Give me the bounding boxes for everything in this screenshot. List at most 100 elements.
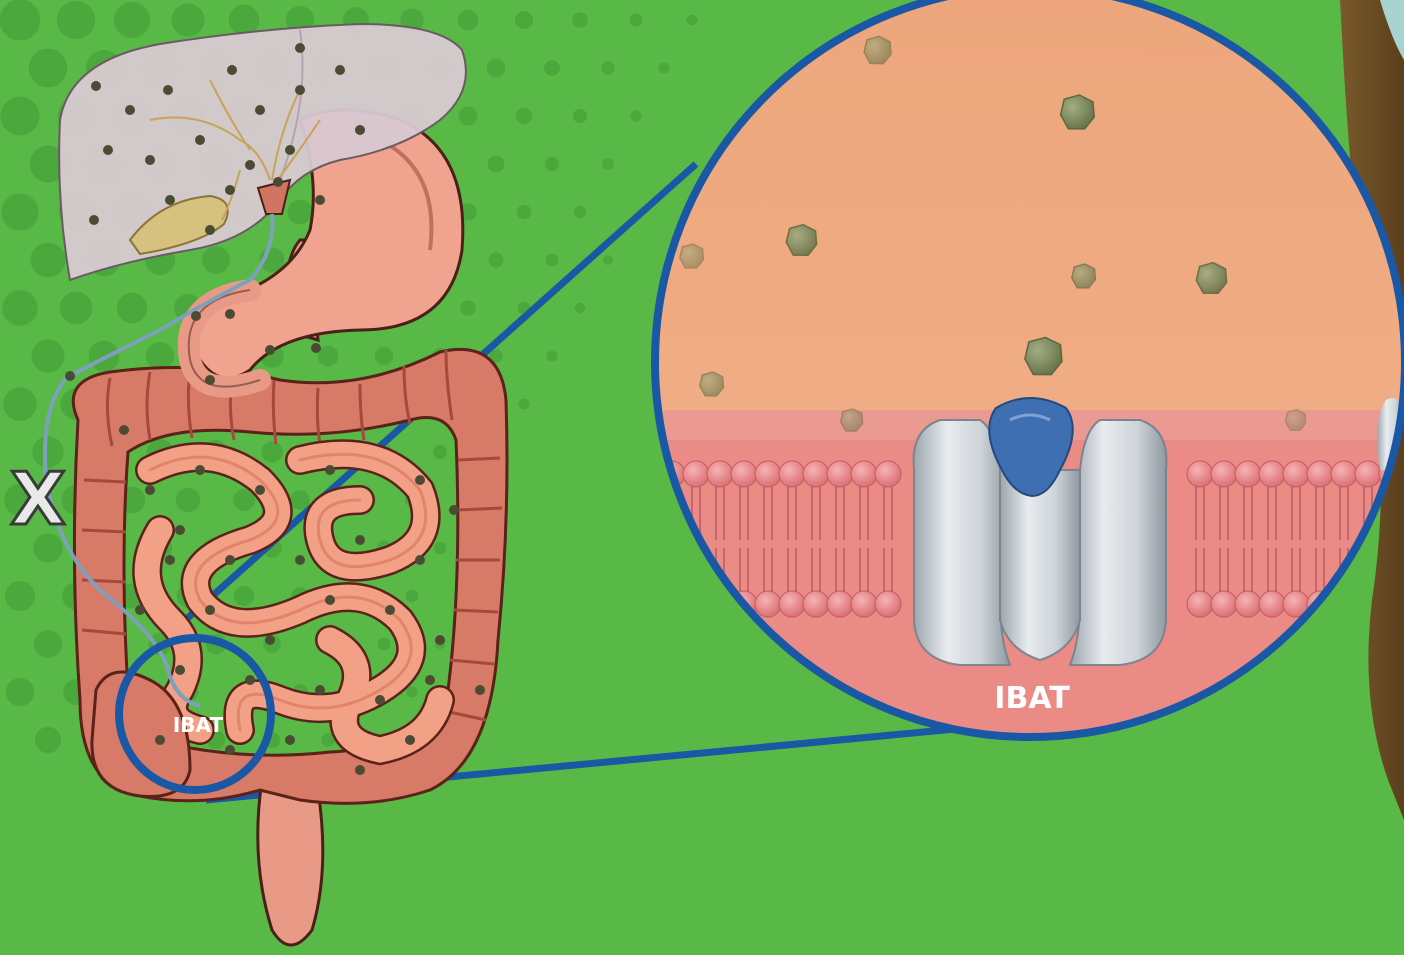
- halftone-dot: [0, 0, 40, 40]
- halftone-dot: [489, 253, 504, 268]
- bile-acid-particle-icon: [325, 595, 335, 605]
- halftone-dot: [519, 399, 530, 410]
- halftone-dot: [176, 488, 200, 512]
- bile-acid-particle-icon: [405, 735, 415, 745]
- halftone-dot: [60, 292, 93, 325]
- bile-acid-particle-icon: [425, 675, 435, 685]
- halftone-dot: [460, 300, 475, 315]
- ibat-label-large: IBAT: [994, 681, 1070, 716]
- halftone-dot: [545, 157, 559, 171]
- bile-acid-particle-icon: [165, 195, 175, 205]
- halftone-dot: [146, 342, 174, 370]
- bile-acid-particle-icon: [205, 225, 215, 235]
- halftone-dot: [602, 158, 614, 170]
- bile-acid-particle-icon: [385, 605, 395, 615]
- halftone-dot: [433, 445, 447, 459]
- halftone-dot: [603, 255, 613, 265]
- bile-acid-particle-icon: [355, 765, 365, 775]
- bile-acid-particle-icon: [325, 465, 335, 475]
- bile-acid-particle-icon: [135, 605, 145, 615]
- halftone-dot: [573, 109, 587, 123]
- halftone-dot: [288, 200, 313, 225]
- bile-acid-particle-icon: [191, 311, 201, 321]
- bile-acid-particle-icon: [355, 125, 365, 135]
- halftone-dot: [458, 10, 479, 31]
- bile-acid-particle-icon: [295, 43, 305, 53]
- bile-acid-particle-icon: [89, 215, 99, 225]
- bile-acid-particle-icon: [175, 525, 185, 535]
- bile-acid-particle-icon: [841, 409, 863, 431]
- bile-acid-particle-icon: [449, 505, 459, 515]
- halftone-dot: [234, 586, 254, 606]
- halftone-dot: [517, 205, 532, 220]
- halftone-dot: [487, 59, 506, 78]
- halftone-dot: [572, 12, 588, 28]
- halftone-dot: [515, 11, 533, 29]
- halftone-dot: [57, 1, 95, 39]
- bile-acid-particle-icon: [1196, 263, 1226, 294]
- halftone-dot: [601, 61, 615, 75]
- bile-acid-particle-icon: [245, 675, 255, 685]
- bile-acid-particle-icon: [195, 135, 205, 145]
- bile-acid-particle-icon: [315, 685, 325, 695]
- bile-acid-particle-icon: [119, 425, 129, 435]
- bile-acid-particle-icon: [415, 555, 425, 565]
- bile-acid-particle-icon: [415, 475, 425, 485]
- bile-acid-particle-icon: [145, 155, 155, 165]
- bile-acid-particle-icon: [165, 555, 175, 565]
- halftone-dot: [31, 243, 66, 278]
- bile-acid-particle-icon: [103, 145, 113, 155]
- bile-acid-particle-icon: [225, 185, 235, 195]
- bile-acid-particle-icon: [125, 105, 135, 115]
- halftone-dot: [6, 678, 34, 706]
- halftone-dot: [1, 97, 40, 136]
- halftone-dot: [89, 341, 120, 372]
- bile-acid-particle-icon: [295, 85, 305, 95]
- bile-acid-particle-icon: [375, 695, 385, 705]
- halftone-dot: [516, 108, 532, 124]
- blocked-x-icon: X: [10, 457, 66, 541]
- bile-acid-particle-icon: [864, 36, 891, 63]
- bile-acid-particle-icon: [1025, 337, 1062, 374]
- bile-acid-particle-icon: [255, 105, 265, 115]
- bile-acid-particle-icon: [91, 81, 101, 91]
- halftone-dot: [117, 293, 147, 323]
- bile-acid-particle-icon: [225, 555, 235, 565]
- bile-acid-particle-icon: [285, 735, 295, 745]
- bile-acid-particle-icon: [355, 535, 365, 545]
- halftone-dot: [202, 246, 230, 274]
- halftone-dot: [31, 339, 64, 372]
- bile-acid-particle-icon: [295, 555, 305, 565]
- halftone-dot: [630, 110, 641, 121]
- bile-acid-particle-icon: [205, 375, 215, 385]
- halftone-dot: [574, 206, 586, 218]
- bile-acid-particle-icon: [245, 160, 255, 170]
- halftone-dot: [434, 542, 446, 554]
- halftone-dot: [261, 441, 282, 462]
- ibat-label-small: IBAT: [173, 713, 224, 737]
- bile-acid-particle-icon: [1286, 410, 1306, 430]
- halftone-dot: [407, 687, 418, 698]
- bile-acid-particle-icon: [1072, 264, 1096, 288]
- bile-acid-particle-icon: [225, 309, 235, 319]
- halftone-dot: [546, 254, 558, 266]
- bile-acid-particle-icon: [163, 85, 173, 95]
- halftone-dot: [3, 387, 37, 421]
- bile-acid-particle-icon: [335, 65, 345, 75]
- halftone-dot: [687, 15, 698, 26]
- bile-acid-particle-icon: [227, 65, 237, 75]
- bile-acid-particle-icon: [195, 465, 205, 475]
- halftone-dot: [35, 727, 61, 753]
- halftone-dot: [5, 581, 35, 611]
- halftone-dot: [114, 2, 150, 38]
- ibat-transporter: [914, 398, 1167, 665]
- halftone-dot: [290, 490, 309, 509]
- bile-acid-particle-icon: [155, 735, 165, 745]
- bile-acid-particle-icon: [475, 685, 485, 695]
- halftone-dot: [29, 49, 68, 88]
- bile-acid-particle-icon: [786, 225, 816, 256]
- bile-acid-particle-icon: [273, 177, 283, 187]
- halftone-dot: [171, 3, 204, 36]
- halftone-dot: [547, 351, 558, 362]
